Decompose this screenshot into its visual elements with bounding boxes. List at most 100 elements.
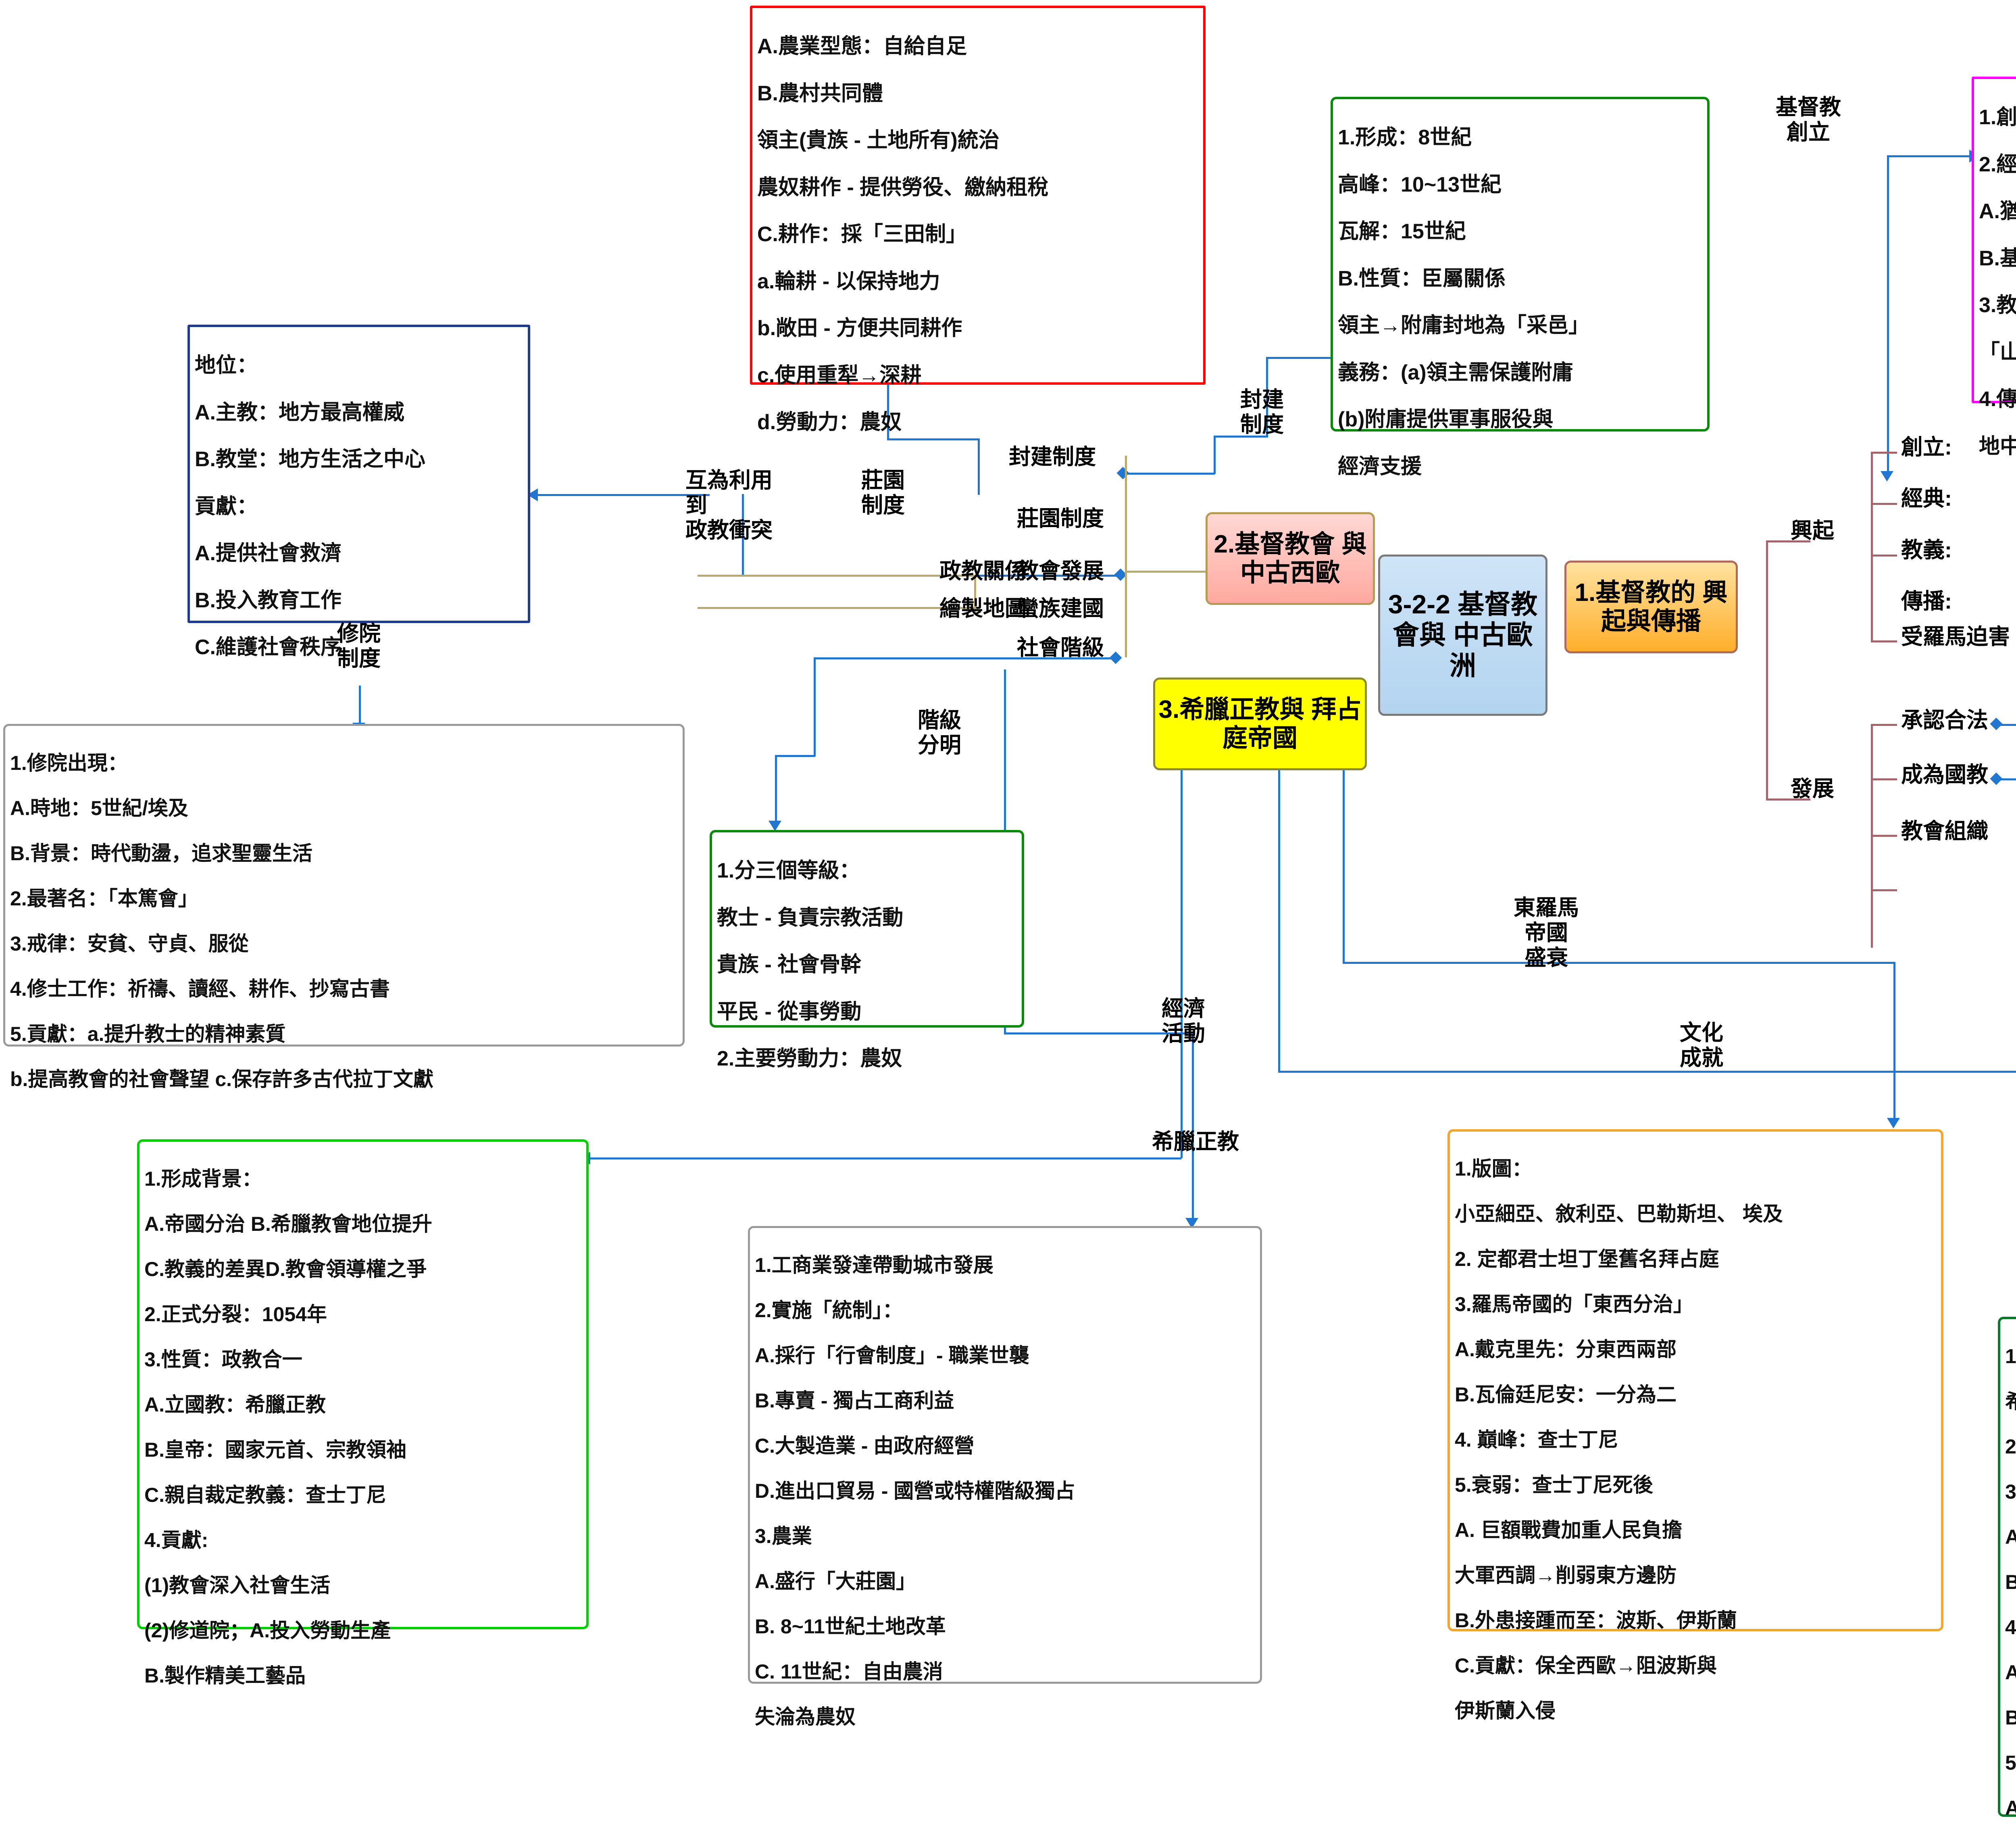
- label-manor-system-sub: 莊園制度: [1017, 507, 1104, 531]
- text-line: (2)修道院；A.投入勞動生產: [144, 1619, 391, 1642]
- text-line: A.時地：5世紀/埃及: [10, 797, 188, 819]
- branch-spine: [1871, 835, 1897, 837]
- text-line: (1)教會深入社會生活: [144, 1574, 331, 1597]
- text-line: 4.修士工作：祈禱、讀經、耕作、抄寫古書: [10, 978, 390, 1000]
- text-line: b.敞田 - 方便共同耕作: [757, 317, 962, 340]
- center-node[interactable]: 3-2-2 基督教會與 中古歐洲: [1378, 555, 1547, 716]
- text-line: A.猶太教：「舊約全書」: [1979, 200, 2016, 223]
- text-line: 希臘文化、東方的傳統: [2005, 1390, 2016, 1413]
- label-social-class: 社會階級: [1017, 636, 1104, 660]
- branch-spine: [1871, 640, 1897, 642]
- text-line: B.農村共同體: [757, 81, 883, 105]
- text-line: b.提高教會的社會聲望 c.保存許多古代拉丁文獻: [10, 1068, 434, 1090]
- text-line: A.編纂《查士丁尼法典》: [2005, 1661, 2016, 1684]
- text-line: A.農業型態：自給自足: [757, 35, 967, 58]
- text-line: A.戴克里先：分東西兩部: [1455, 1338, 1677, 1361]
- text-line: B.瓦倫廷尼安：一分為二: [1455, 1383, 1677, 1406]
- connector-line: [1343, 722, 1345, 964]
- text-line: 5. 影響斯拉夫民族: [2005, 1751, 2016, 1774]
- text-line: A.目的：彰顯希臘正教教義: [2005, 1526, 2016, 1548]
- monastery-detail-box: 1.修院出現： A.時地：5世紀/埃及 B.背景：時代動盪，追求聖靈生活 2.最…: [3, 724, 685, 1090]
- branch-node-christian-church-west-europe[interactable]: 2.基督教會 與中古西歐: [1206, 512, 1375, 605]
- text-line: C.維護社會秩序: [195, 636, 342, 659]
- christianity-detail-box: 1.創立：耶穌 2.經典：《聖經》 A.猶太教：「舊約全書」 B.基督教：「新約…: [1972, 77, 2016, 458]
- text-line: 3.教義：見〈馬太福音〉: [1979, 294, 2016, 317]
- connector-line: [1278, 726, 1280, 1073]
- text-line: (b)附庸提供軍事服役與: [1338, 408, 1554, 432]
- manor-detail-box: A.農業型態：自給自足 B.農村共同體 領主(貴族 - 土地所有)統治 農奴耕作…: [750, 6, 1206, 434]
- connector-line: [887, 384, 889, 440]
- label-founded: 創立:: [1901, 435, 1952, 459]
- label-map-making: 繪製地圖: [939, 596, 1027, 621]
- text-line: B.皇帝：國家元首、宗教領袖: [144, 1439, 406, 1461]
- branch-spine: [1871, 778, 1897, 780]
- text-line: 4.貢獻:: [144, 1529, 208, 1551]
- text-line: 3.羅馬帝國的「東西分治」: [1455, 1293, 1693, 1316]
- label-recognized-legal: 承認合法: [1901, 708, 1988, 732]
- connector-line: [1181, 718, 1183, 1158]
- text-line: B.題材：都採自宗教故事: [2005, 1571, 2016, 1593]
- connector-line: [359, 686, 361, 726]
- arrow-down-icon: [1887, 1118, 1900, 1128]
- branch-spine: [1766, 799, 1810, 801]
- connector-line: [1214, 436, 1268, 438]
- branch-spine: [1871, 555, 1897, 557]
- branch-spine: [1125, 456, 1127, 657]
- branch-spine: [698, 607, 976, 609]
- branch-spine: [1871, 503, 1897, 505]
- branch-node-greek-orthodox-byzantine[interactable]: 3.希臘正教與 拜占庭帝國: [1153, 678, 1367, 770]
- text-line: A.主教：地方最高權威: [195, 400, 405, 424]
- text-line: 教士 - 負責宗教活動: [717, 906, 904, 930]
- east-roman-detail-box: 1.版圖： 小亞細亞、敘利亞、巴勒斯坦、 埃及 2. 定都君士坦丁堡舊名拜占庭 …: [1447, 1129, 1943, 1722]
- label-barbarian-states: 蠻族建國: [1017, 596, 1104, 621]
- text-line: 2.正式分裂：1054年: [144, 1303, 327, 1326]
- church-status-box: 地位： A.主教：地方最高權威 B.教堂：地方生活之中心 貢獻： A.提供社會救…: [187, 325, 530, 659]
- arrow-down-icon: [768, 821, 781, 831]
- label-feudal-system-vertical: 封建 制度: [1240, 388, 1284, 437]
- text-line: B.基督教：「新約全書」: [1979, 246, 2016, 270]
- text-line: 5.貢獻：a.提升教士的精神素質: [10, 1023, 286, 1045]
- text-line: B.性質：臣屬關係: [1338, 267, 1506, 290]
- branch-spine: [1766, 540, 1768, 799]
- label-economic-activity: 經濟 活動: [1162, 997, 1205, 1046]
- connector-line: [1278, 1071, 2016, 1073]
- text-line: 1.版圖：: [1455, 1157, 1532, 1180]
- text-line: 平民 - 從事勞動: [717, 1000, 862, 1024]
- text-line: A.採行「行會制度」- 職業世襲: [755, 1344, 1029, 1367]
- text-line: 農奴耕作 - 提供勞役、繳納租稅: [757, 175, 1049, 199]
- text-line: 領主→附庸封地為「采邑」: [1338, 314, 1590, 338]
- text-line: 領主(貴族 - 土地所有)統治: [757, 129, 1000, 152]
- connector-line: [742, 494, 744, 575]
- connector-line: [1266, 357, 1268, 438]
- label-mutual-use-to-conflict: 互為利用 到 政教衝突: [685, 468, 773, 543]
- text-line: 經濟支援: [1338, 455, 1422, 478]
- label-feudal-system: 封建制度: [1009, 445, 1096, 469]
- connector-line: [1887, 155, 1972, 157]
- text-line: 3.富宗教精神 - 鑲嵌畫: [2005, 1480, 2016, 1503]
- branch-spine: [1871, 724, 1897, 726]
- text-line: B.《法學摘要》: [2005, 1706, 2016, 1729]
- text-line: C.教義的差異D.教會領導權之爭: [144, 1258, 427, 1280]
- label-persecuted-by-rome: 受羅馬迫害: [1901, 625, 2010, 649]
- branch-node-christianity-rise-spread[interactable]: 1.基督教的 興起與傳播: [1564, 561, 1738, 653]
- label-rise: 興起: [1791, 519, 1834, 543]
- connector-line: [1004, 1032, 1193, 1034]
- branch-spine: [698, 575, 976, 577]
- text-line: 2.集大成：聖索菲亞大教堂: [2005, 1435, 2016, 1458]
- connector-line: [1887, 155, 1889, 474]
- text-line: 1.創立：耶穌: [1979, 106, 2016, 129]
- class-detail-box: 1.分三個等級： 教士 - 負責宗教活動 貴族 - 社會骨幹 平民 - 從事勞動…: [710, 830, 1024, 1070]
- branch-spine: [974, 575, 976, 613]
- text-line: 2.實施「統制」：: [755, 1299, 903, 1322]
- text-line: D.進出口貿易 - 國營或特權階級獨占: [755, 1480, 1075, 1502]
- text-line: A.提供社會救濟: [195, 542, 342, 565]
- connector-line: [978, 438, 980, 495]
- branch-spine: [1871, 452, 1897, 454]
- label-church-organization: 教會組織: [1901, 819, 1988, 843]
- connector-line: [1996, 778, 2016, 780]
- text-line: 地位：: [195, 354, 258, 377]
- text-line: d.勞動力：農奴: [757, 410, 902, 434]
- text-line: 1.修院出現：: [10, 752, 128, 774]
- text-line: 1.特色:羅馬文化、基督教文化: [2005, 1345, 2016, 1368]
